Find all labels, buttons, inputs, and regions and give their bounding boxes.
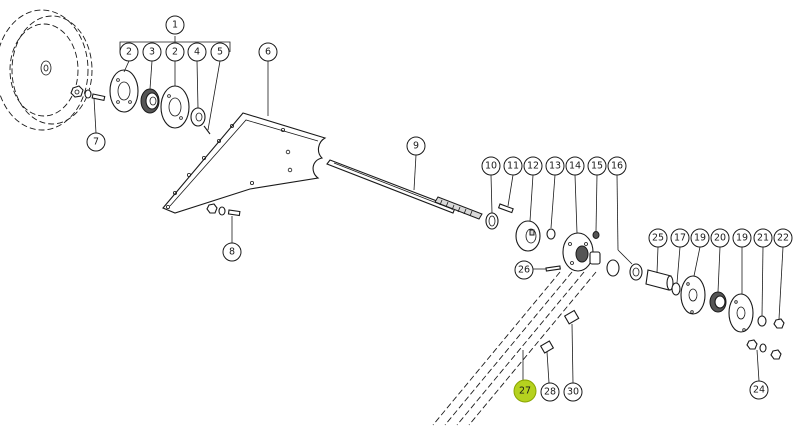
callout-20[interactable]: 20 [710,228,730,248]
callout-21[interactable]: 21 [753,228,773,248]
callout-label: 12 [527,161,539,172]
callout-label: 24 [753,385,765,396]
callout-11[interactable]: 11 [503,156,523,176]
callout-label: 4 [194,47,200,58]
callout-17[interactable]: 17 [670,228,690,248]
callout-label: 15 [591,161,603,172]
bearing-flange-outer [728,293,754,333]
callout-19a[interactable]: 19 [690,228,710,248]
callout-label: 3 [149,47,155,58]
callout-19b[interactable]: 19 [732,228,752,248]
chain-sprocket [562,232,601,272]
callout-14[interactable]: 14 [565,156,585,176]
callout-label: 19 [694,233,706,244]
end-washer [757,315,767,327]
callout-label: 8 [229,247,235,258]
shim-ring [671,282,681,296]
callout-label: 22 [777,233,789,244]
callout-5[interactable]: 5 [210,42,230,62]
callout-label: 30 [567,387,579,398]
callout-label: 26 [518,265,530,276]
plate-fasteners [206,203,241,217]
callout-label: 21 [757,233,769,244]
bearing-flange-inner [680,275,706,315]
bottom-fasteners [746,339,782,360]
callout-2b[interactable]: 2 [165,42,185,62]
drive-shaft [326,159,483,220]
callout-label: 9 [413,141,419,152]
callout-8[interactable]: 8 [222,242,242,262]
spacer-bushings [606,259,643,281]
callout-label: 25 [652,233,664,244]
callout-27[interactable]: 27 [513,379,537,403]
side-plate [162,112,327,214]
callout-9[interactable]: 9 [406,136,426,156]
callout-4[interactable]: 4 [187,42,207,62]
callout-label: 28 [544,387,556,398]
callout-label: 7 [93,137,99,148]
callout-15[interactable]: 15 [587,156,607,176]
wheel-fasteners [70,85,106,102]
callout-label: 14 [569,161,581,172]
callout-label: 20 [714,233,726,244]
snap-ring [485,212,499,230]
wheel [0,9,93,131]
callout-label: 11 [507,161,519,172]
callout-3[interactable]: 3 [142,42,162,62]
callout-13[interactable]: 13 [545,156,565,176]
sprocket-hub [515,220,541,252]
callout-label: 16 [611,161,623,172]
cotter-pin [545,265,561,272]
sleeve [645,269,674,291]
leader-lines [93,36,784,384]
chain-connector-link [539,340,555,354]
callout-7[interactable]: 7 [86,132,106,152]
callout-label: 2 [126,47,132,58]
callout-label: 1 [172,20,178,31]
callout-1[interactable]: 1 [165,15,185,35]
hub-assembly-1 [109,69,211,135]
callout-25[interactable]: 25 [648,228,668,248]
callout-10[interactable]: 10 [481,156,501,176]
washer [546,228,556,240]
callout-label: 19 [736,233,748,244]
callout-28[interactable]: 28 [540,382,560,402]
callout-6[interactable]: 6 [258,42,278,62]
set-screw [592,231,600,239]
callout-label: 5 [217,47,223,58]
callout-label: 10 [485,161,497,172]
ball-bearing [709,291,727,313]
callout-label: 2 [172,47,178,58]
callout-12[interactable]: 12 [523,156,543,176]
callout-16[interactable]: 16 [607,156,627,176]
callout-22[interactable]: 22 [773,228,793,248]
chain-offset-link [563,309,580,325]
callout-24[interactable]: 24 [749,380,769,400]
callout-26[interactable]: 26 [514,260,534,280]
drive-chain [432,271,597,426]
callout-label: 13 [549,161,561,172]
shaft-key [497,203,514,214]
callout-2a[interactable]: 2 [119,42,139,62]
end-bolt [773,318,785,329]
callout-30[interactable]: 30 [563,382,583,402]
callout-label: 17 [674,233,686,244]
callout-label: 6 [265,47,271,58]
callout-label: 27 [519,386,531,397]
